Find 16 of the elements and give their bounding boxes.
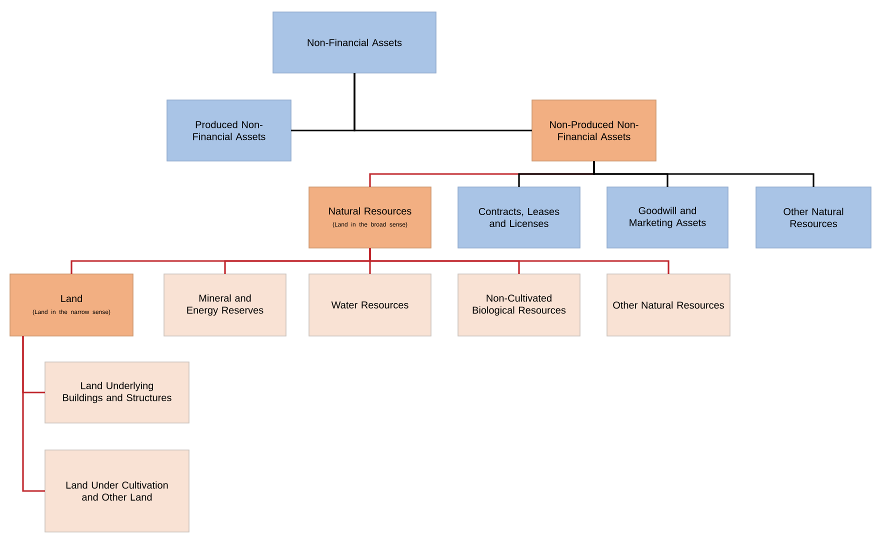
resource-box: Land Underlying Buildings and Structures xyxy=(44,362,190,424)
connector-line xyxy=(593,161,814,187)
asset-box: Other Natural Resources xyxy=(756,186,872,248)
resource-box: Other Natural Resources xyxy=(606,274,730,336)
resource-box: Mineral and Energy Reserves xyxy=(164,274,286,336)
connector-line xyxy=(354,73,532,132)
connector-line xyxy=(369,248,670,274)
asset-box: Goodwill and Marketing Assets xyxy=(606,186,728,248)
resource-box: Non-Cultivated Biological Resources xyxy=(458,274,580,336)
connector-line xyxy=(22,336,45,492)
asset-box: Contracts, Leases and Licenses xyxy=(458,186,580,248)
highlighted-box: Non-Produced Non-Financial Assets xyxy=(532,100,656,162)
asset-box: Produced Non-Financial Assets xyxy=(166,100,292,162)
resource-box: Land Under Cultivation and Other Land xyxy=(44,450,190,532)
asset-box: Non-Financial Assets xyxy=(272,12,436,74)
resource-box: Water Resources xyxy=(308,274,432,336)
